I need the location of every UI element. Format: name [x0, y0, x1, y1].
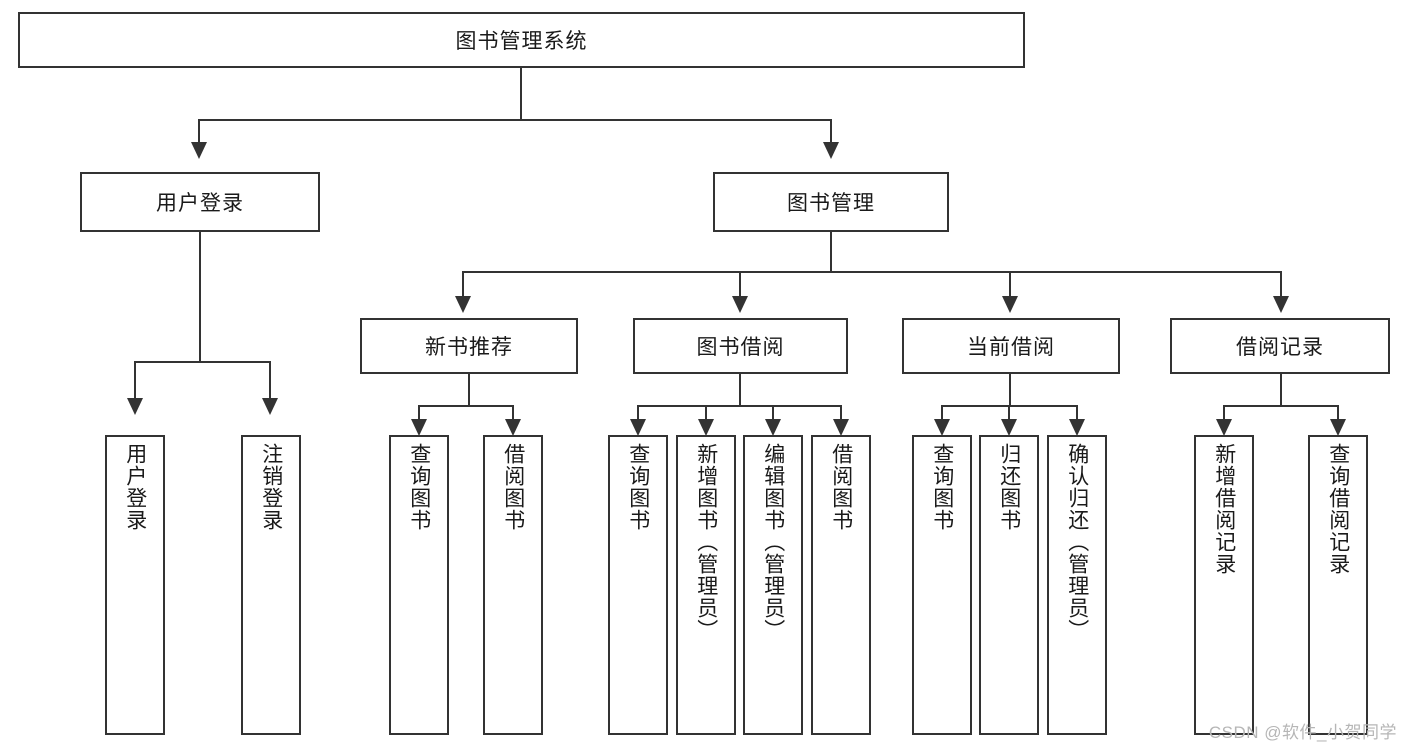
- connector-current-borrow-drop-3: [1076, 405, 1078, 425]
- node-label: 查询借阅记录: [1326, 443, 1350, 575]
- node-new-book-recommend[interactable]: 新书推荐: [360, 318, 578, 374]
- leaf-borrow-record-query[interactable]: 查询借阅记录: [1308, 435, 1368, 735]
- connector-current-borrow-stem: [1009, 374, 1011, 406]
- node-label: 编辑图书（管理员）: [761, 443, 785, 641]
- leaf-current-borrow-confirm-return[interactable]: 确认归还（管理员）: [1047, 435, 1107, 735]
- arrow-to-user-login-leaf: [127, 398, 143, 415]
- connector-user-login-drop-2: [269, 361, 271, 403]
- connector-level2-drop-1: [462, 271, 464, 300]
- node-label: 新书推荐: [425, 336, 513, 359]
- arrow-to-current-return-book: [1001, 419, 1017, 436]
- connector-level2-drop-4: [1280, 271, 1282, 300]
- node-label: 查询图书: [626, 443, 650, 531]
- leaf-book-borrow-query-book[interactable]: 查询图书: [608, 435, 668, 735]
- connector-root-drop-left: [198, 119, 200, 147]
- leaf-book-borrow-add-book[interactable]: 新增图书（管理员）: [676, 435, 736, 735]
- connector-borrow-record-drop-1: [1223, 405, 1225, 425]
- connector-user-login-bus: [134, 361, 271, 363]
- connector-new-book-drop-1: [418, 405, 420, 425]
- arrow-to-current-borrow: [1002, 296, 1018, 313]
- connector-level2-drop-3: [1009, 271, 1011, 300]
- node-borrow-record[interactable]: 借阅记录: [1170, 318, 1390, 374]
- node-book-borrow[interactable]: 图书借阅: [633, 318, 848, 374]
- arrow-to-borrow-add-book: [698, 419, 714, 436]
- node-book-management[interactable]: 图书管理: [713, 172, 949, 232]
- node-label: 图书管理: [787, 192, 875, 215]
- node-label: 查询图书: [407, 443, 431, 531]
- arrow-to-borrow-borrow-book: [833, 419, 849, 436]
- connector-user-login-stem: [199, 232, 201, 362]
- connector-borrow-record-stem: [1280, 374, 1282, 406]
- arrow-to-record-add: [1216, 419, 1232, 436]
- connector-book-borrow-drop-2: [705, 405, 707, 425]
- leaf-logout[interactable]: 注销登录: [241, 435, 301, 735]
- leaf-book-borrow-borrow-book[interactable]: 借阅图书: [811, 435, 871, 735]
- arrow-to-borrow-record: [1273, 296, 1289, 313]
- connector-borrow-record-drop-2: [1337, 405, 1339, 425]
- arrow-to-user-login: [191, 142, 207, 159]
- connector-current-borrow-drop-2: [1008, 405, 1010, 425]
- connector-new-book-bus: [418, 405, 514, 407]
- arrow-to-new-book-recommend: [455, 296, 471, 313]
- connector-book-borrow-drop-1: [637, 405, 639, 425]
- arrow-to-record-query: [1330, 419, 1346, 436]
- connector-root-stem: [520, 68, 522, 120]
- node-user-login[interactable]: 用户登录: [80, 172, 320, 232]
- connector-book-borrow-bus: [637, 405, 842, 407]
- connector-user-login-drop-1: [134, 361, 136, 403]
- node-label: 图书管理系统: [455, 30, 588, 53]
- connector-new-book-stem: [468, 374, 470, 406]
- node-label: 查询图书: [930, 443, 954, 531]
- node-label: 借阅图书: [829, 443, 853, 531]
- node-label: 用户登录: [123, 443, 147, 531]
- node-label: 归还图书: [997, 443, 1021, 531]
- connector-root-drop-right: [830, 119, 832, 147]
- node-label: 新增借阅记录: [1212, 443, 1236, 575]
- connector-book-borrow-drop-3: [772, 405, 774, 425]
- connector-book-borrow-stem: [739, 374, 741, 406]
- node-label: 确认归还（管理员）: [1065, 443, 1089, 641]
- connector-root-bus: [198, 119, 832, 121]
- arrow-to-current-query-book: [934, 419, 950, 436]
- arrow-to-logout-leaf: [262, 398, 278, 415]
- node-root-book-management-system[interactable]: 图书管理系统: [18, 12, 1025, 68]
- connector-level2-bus: [462, 271, 1282, 273]
- leaf-new-book-borrow-book[interactable]: 借阅图书: [483, 435, 543, 735]
- connector-borrow-record-bus: [1223, 405, 1339, 407]
- connector-level2-drop-2: [739, 271, 741, 300]
- node-label: 注销登录: [259, 443, 283, 531]
- leaf-user-login[interactable]: 用户登录: [105, 435, 165, 735]
- arrow-to-new-book-borrow: [505, 419, 521, 436]
- connector-book-borrow-drop-4: [840, 405, 842, 425]
- leaf-new-book-query-book[interactable]: 查询图书: [389, 435, 449, 735]
- node-label: 用户登录: [156, 192, 244, 215]
- leaf-current-borrow-query-book[interactable]: 查询图书: [912, 435, 972, 735]
- arrow-to-borrow-edit-book: [765, 419, 781, 436]
- node-label: 图书借阅: [696, 336, 785, 359]
- connector-book-management-stem: [830, 232, 832, 272]
- arrow-to-current-confirm-return: [1069, 419, 1085, 436]
- leaf-book-borrow-edit-book[interactable]: 编辑图书（管理员）: [743, 435, 803, 735]
- leaf-current-borrow-return-book[interactable]: 归还图书: [979, 435, 1039, 735]
- leaf-borrow-record-add[interactable]: 新增借阅记录: [1194, 435, 1254, 735]
- arrow-to-new-book-query: [411, 419, 427, 436]
- node-label: 当前借阅: [967, 336, 1055, 359]
- node-label: 借阅图书: [501, 443, 525, 531]
- connector-current-borrow-drop-1: [941, 405, 943, 425]
- arrow-to-borrow-query-book: [630, 419, 646, 436]
- node-label: 新增图书（管理员）: [694, 443, 718, 641]
- arrow-to-book-management: [823, 142, 839, 159]
- node-current-borrow[interactable]: 当前借阅: [902, 318, 1120, 374]
- connector-new-book-drop-2: [512, 405, 514, 425]
- node-label: 借阅记录: [1236, 336, 1324, 359]
- arrow-to-book-borrow: [732, 296, 748, 313]
